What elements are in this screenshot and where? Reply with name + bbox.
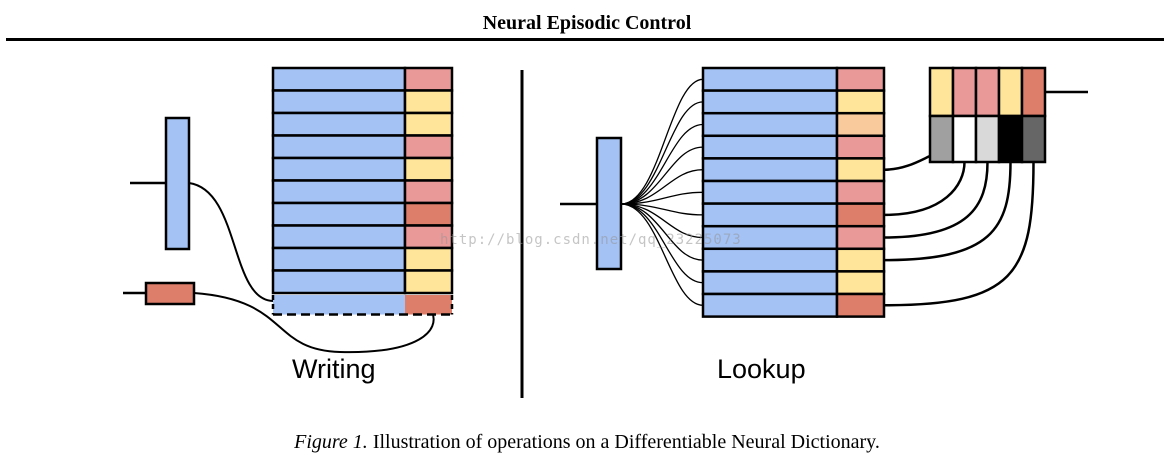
selected-value-cell: [928, 66, 955, 118]
new-key-cell: [273, 295, 405, 315]
neighbor-link-line: [883, 161, 989, 239]
lookup-value-cell: [835, 270, 886, 296]
caption-text: Illustration of operations on a Differen…: [367, 431, 880, 453]
memory-key-cell: [271, 89, 407, 115]
memory-value-cell: [403, 201, 454, 227]
memory-value-cell: [403, 134, 454, 160]
memory-key-cell: [271, 179, 407, 205]
lookup-value-cell: [835, 111, 886, 138]
lookup-key-cell: [701, 66, 839, 92]
weight-cell: [951, 114, 978, 164]
lookup-value-cell: [835, 134, 886, 160]
selected-value-cell: [974, 66, 1001, 118]
similarity-line: [620, 169, 704, 205]
memory-value-cell: [403, 66, 454, 92]
similarity-line: [620, 101, 704, 205]
lookup-panel: [560, 66, 1088, 318]
lookup-key-cell: [701, 202, 839, 228]
similarity-line: [620, 146, 704, 205]
writing-label: Writing: [292, 354, 376, 384]
lookup-key-cell: [701, 89, 839, 115]
key-write-path: [188, 182, 274, 302]
weight-cell: [1020, 114, 1047, 164]
memory-key-cell: [271, 156, 407, 182]
similarity-line: [620, 78, 704, 205]
lookup-value-cell: [835, 89, 886, 115]
lookup-value-cell: [835, 179, 886, 205]
lookup-key-cell: [701, 157, 839, 183]
caption-figure-number: Figure 1.: [294, 431, 368, 453]
lookup-value-cell: [835, 224, 886, 251]
lookup-key-cell: [701, 292, 839, 318]
header-rule: [6, 38, 1164, 41]
weight-cell: [974, 114, 1001, 164]
lookup-query-vector: [595, 136, 623, 271]
neighbor-link-line: [883, 161, 966, 217]
lookup-label: Lookup: [717, 354, 806, 384]
memory-value-cell: [403, 89, 454, 115]
lookup-value-cell: [835, 292, 886, 318]
lookup-value-cell: [835, 66, 886, 92]
new-value-cell: [405, 295, 452, 315]
lookup-key-cell: [701, 179, 839, 205]
running-header: Neural Episodic Control: [482, 12, 692, 34]
value-write-path: [193, 292, 435, 354]
lookup-value-cell: [835, 157, 886, 183]
memory-value-cell: [403, 111, 454, 137]
memory-key-cell: [271, 201, 407, 227]
neighbor-link-line: [883, 161, 1035, 307]
weight-cell: [928, 114, 955, 164]
memory-value-cell: [403, 179, 454, 205]
memory-key-cell: [271, 224, 407, 250]
value-input-box: [144, 281, 196, 306]
memory-key-cell: [271, 246, 407, 272]
query-key-vector: [164, 116, 191, 251]
memory-key-cell: [271, 134, 407, 160]
lookup-value-cell: [835, 202, 886, 228]
memory-value-cell: [403, 269, 454, 295]
lookup-key-cell: [701, 247, 839, 273]
figure-caption: Figure 1. Illustration of operations on …: [0, 431, 1174, 454]
neighbor-link-line: [883, 161, 1012, 262]
similarity-line: [620, 123, 704, 205]
memory-value-cell: [403, 156, 454, 182]
memory-value-cell: [403, 246, 454, 272]
weight-cell: [997, 114, 1024, 164]
similarity-line: [620, 203, 704, 306]
memory-key-cell: [271, 66, 407, 92]
lookup-value-cell: [835, 247, 886, 273]
lookup-key-cell: [701, 270, 839, 296]
memory-key-cell: [271, 269, 407, 295]
selected-value-cell: [997, 66, 1024, 118]
writing-panel: [123, 66, 454, 354]
memory-key-cell: [271, 111, 407, 137]
selected-value-cell: [1020, 66, 1047, 118]
watermark-text: http://blog.csdn.net/qq_23225073: [440, 232, 742, 248]
selected-value-cell: [951, 66, 978, 118]
lookup-key-cell: [701, 111, 839, 138]
similarity-line: [620, 191, 704, 205]
lookup-key-cell: [701, 134, 839, 160]
